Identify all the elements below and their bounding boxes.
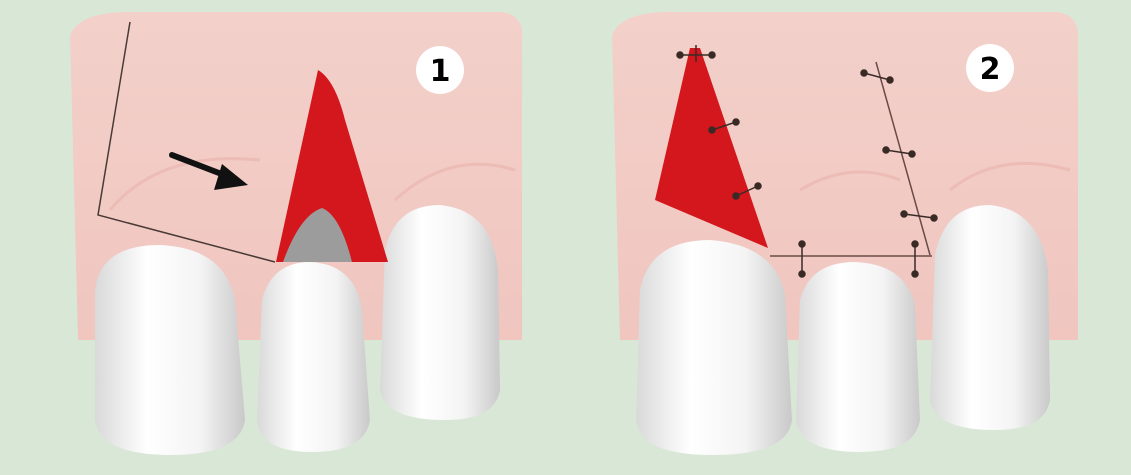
panel-number-badge: 2 bbox=[966, 44, 1014, 92]
panel-1: 1 bbox=[70, 12, 522, 455]
tooth bbox=[796, 262, 920, 452]
tooth bbox=[636, 240, 792, 455]
tooth bbox=[930, 205, 1050, 430]
panel-number: 2 bbox=[980, 52, 1001, 87]
panel-2: 2 bbox=[612, 12, 1078, 455]
tooth bbox=[380, 205, 500, 420]
tooth bbox=[95, 245, 245, 455]
tooth bbox=[257, 262, 370, 452]
panel-number-badge: 1 bbox=[416, 46, 464, 94]
panel-number: 1 bbox=[430, 54, 451, 89]
